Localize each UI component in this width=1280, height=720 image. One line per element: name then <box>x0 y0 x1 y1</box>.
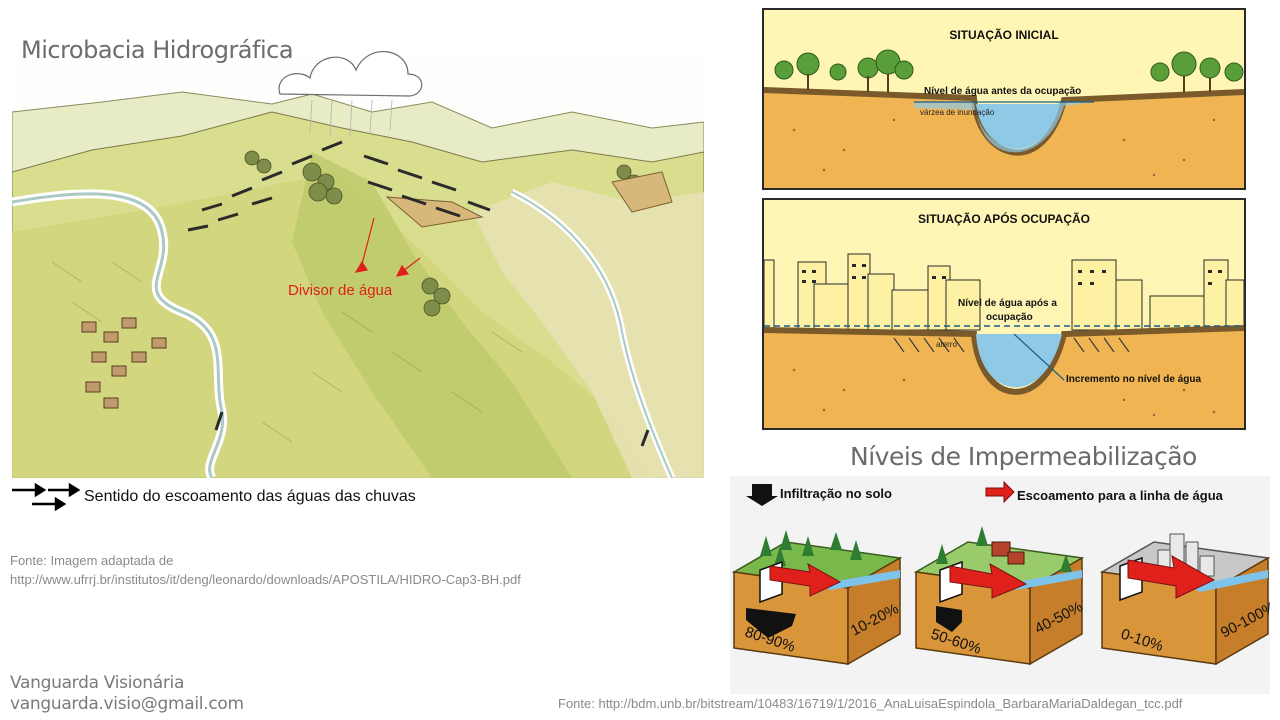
after-panel-title: SITUAÇÃO APÓS OCUPAÇÃO <box>917 212 1090 226</box>
source-line-2: http://www.ufrrj.br/institutos/it/deng/l… <box>10 572 521 587</box>
occupied-cross-section <box>764 200 1244 428</box>
water-divide-label: Divisor de água <box>288 282 393 299</box>
after-water-label-line2: ocupação <box>986 312 1033 323</box>
initial-cross-section <box>764 10 1244 188</box>
brand-block: Vanguarda Visionária vanguarda.visio@gma… <box>10 673 244 715</box>
floodplain-label: várzea de inundação <box>920 108 995 117</box>
runoff-icon <box>985 480 1015 504</box>
infiltration-icon <box>746 484 778 506</box>
after-water-label-line1: Nível de água após a <box>958 298 1057 309</box>
watershed-illustration <box>12 32 704 478</box>
initial-panel-title: SITUAÇÃO INICIAL <box>949 28 1059 42</box>
block-high-impermeability <box>1099 533 1270 666</box>
after-occupation-panel: SITUAÇÃO APÓS OCUPAÇÃO Nível de água apó… <box>762 198 1246 430</box>
flow-arrow-icon <box>12 482 80 512</box>
impermeabilization-diagram: 80-90% 10-20% 50-60% 40-50% 0-10% 90-100… <box>731 480 1270 666</box>
initial-situation-panel: SITUAÇÃO INICIAL Nível de água antes da … <box>762 8 1246 190</box>
block-medium-impermeability <box>913 526 1085 666</box>
impermeabilization-title: Níveis de Impermeabilização <box>850 442 1197 471</box>
page-title: Microbacia Hidrográfica <box>21 36 294 64</box>
fill-label: aterro <box>936 340 957 349</box>
source-citation-right: Fonte: http://bdm.unb.br/bitstream/10483… <box>558 696 1183 711</box>
runoff-legend-label: Escoamento para a linha de água <box>1017 488 1223 503</box>
flow-legend-label: Sentido do escoamento das águas das chuv… <box>84 488 416 505</box>
block-low-impermeability <box>731 530 903 666</box>
brand-email: vanguarda.visio@gmail.com <box>10 694 244 714</box>
source-citation-left: Fonte: Imagem adaptada de http://www.ufr… <box>10 551 650 589</box>
source-line-1: Fonte: Imagem adaptada de <box>10 553 174 568</box>
water-increase-label: Incremento no nível de água <box>1066 374 1202 385</box>
initial-water-label: Nível de água antes da ocupação <box>924 86 1082 97</box>
brand-name: Vanguarda Visionária <box>10 673 185 693</box>
infiltration-legend-label: Infiltração no solo <box>780 486 892 501</box>
